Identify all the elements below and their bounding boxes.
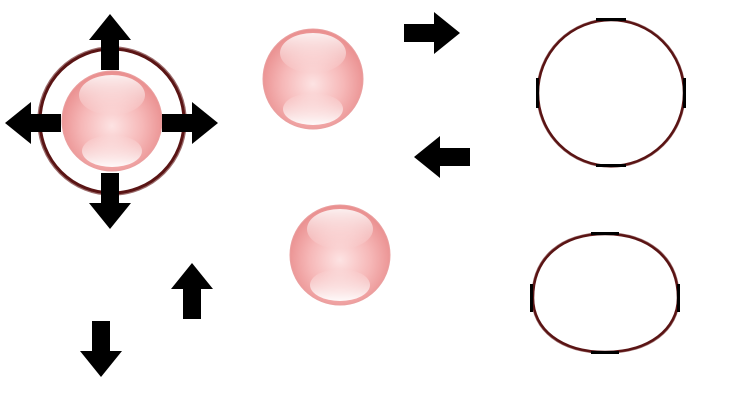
arrow-left-icon[interactable] [414, 136, 470, 178]
arrow-right-icon[interactable] [404, 12, 460, 54]
pink-sphere[interactable] [61, 70, 163, 172]
arrow-right-icon[interactable] [162, 102, 218, 144]
ring-outline[interactable] [530, 232, 680, 354]
ring-outline[interactable] [536, 18, 686, 168]
arrow-down-icon[interactable] [89, 173, 131, 229]
arrow-up-icon[interactable] [89, 14, 131, 70]
arrow-left-icon[interactable] [5, 102, 61, 144]
pink-sphere[interactable] [289, 204, 391, 306]
arrow-down-icon[interactable] [80, 321, 122, 377]
arrow-up-icon[interactable] [171, 263, 213, 319]
move-arrows-icon[interactable] [5, 14, 218, 229]
pink-sphere[interactable] [262, 28, 364, 130]
